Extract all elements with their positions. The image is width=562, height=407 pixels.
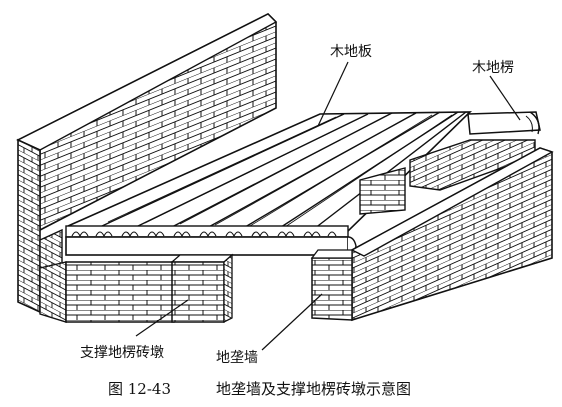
foundation-wall bbox=[310, 147, 554, 322]
leader-foundation bbox=[261, 293, 323, 351]
label-joist: 木地楞 bbox=[472, 60, 514, 76]
caption-number: 图 12-43 bbox=[108, 380, 171, 398]
brick-pier bbox=[170, 253, 234, 324]
label-pier: 支撑地楞砖墩 bbox=[80, 345, 164, 361]
front-joist bbox=[65, 236, 357, 256]
leader-pier bbox=[135, 299, 189, 337]
back-wall bbox=[16, 13, 278, 314]
joist bbox=[467, 111, 541, 135]
label-floorboard: 木地板 bbox=[330, 44, 372, 60]
leader-lines bbox=[135, 61, 521, 351]
caption-title: 地垄墙及支撑地楞砖墩示意图 bbox=[216, 380, 411, 398]
back-pier bbox=[359, 167, 406, 215]
leader-floorboard bbox=[317, 61, 349, 127]
front-left-wall bbox=[39, 261, 175, 323]
label-foundation-wall: 地垄墙 bbox=[216, 350, 258, 366]
leader-joist bbox=[489, 75, 521, 121]
